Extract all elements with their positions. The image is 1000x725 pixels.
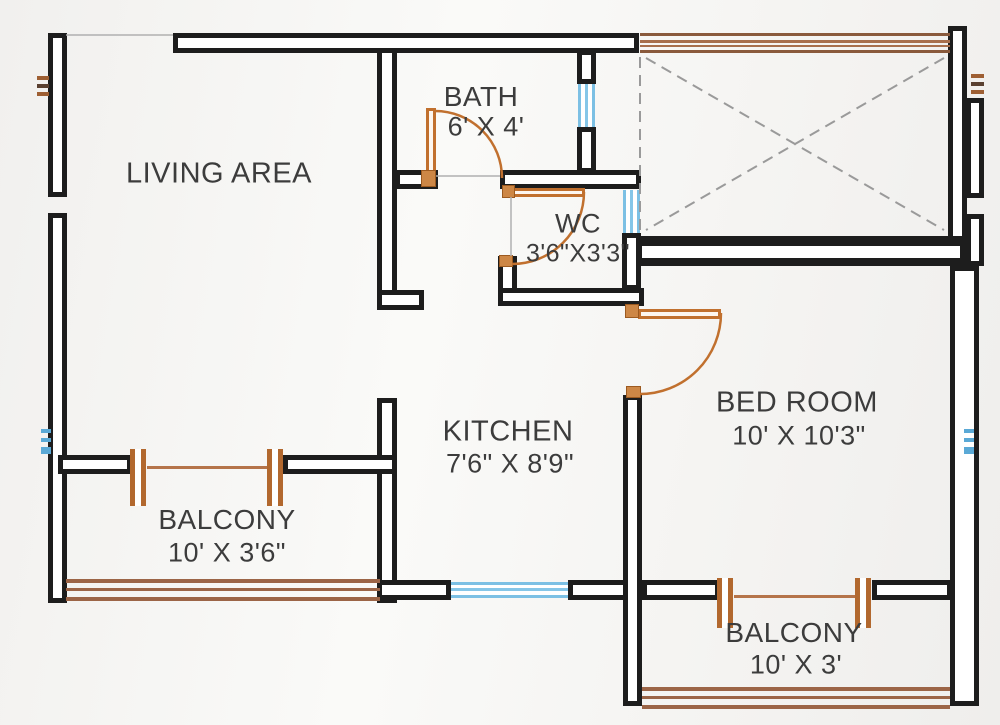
railing-post xyxy=(267,449,283,506)
balcony1-railing-line xyxy=(66,597,380,601)
wall-kitchen-left xyxy=(377,398,397,603)
bath-window xyxy=(578,84,595,127)
room-label-balcony-right: BALCONY xyxy=(725,617,863,648)
wall-balcony1-top-left xyxy=(58,455,132,474)
shaft-railing-line xyxy=(640,45,950,47)
wall-break-mark xyxy=(971,90,984,94)
wc-door-stop xyxy=(499,255,513,267)
balcony2-opening-rail xyxy=(734,595,857,598)
wall-left-lower xyxy=(48,213,67,603)
bath-door-leaf xyxy=(426,108,436,178)
shaft-cross-line xyxy=(645,57,945,231)
bedroom-door-hinge xyxy=(625,304,639,318)
shaft-railing-line xyxy=(640,50,950,53)
room-dims-kitchen: 7'6" X 8'9" xyxy=(445,448,575,479)
room-dims-balcony-left: 10' X 3'6" xyxy=(168,537,286,568)
room-dims-bath: 6' X 4' xyxy=(447,111,525,142)
wc-door-leaf xyxy=(512,188,585,197)
shaft-railing-line xyxy=(640,33,950,36)
right-vent-window xyxy=(964,429,974,454)
room-label-living: LIVING AREA xyxy=(125,157,313,190)
room-dims-balcony-right: 10' X 3' xyxy=(749,649,843,680)
wall-break-mark xyxy=(37,84,49,88)
room-label-bedroom: BED ROOM xyxy=(716,386,878,419)
wall-break-mark xyxy=(37,92,49,96)
room-dims-bedroom: 10' X 10'3" xyxy=(732,420,866,451)
wall-kitchen-bedroom-divider xyxy=(623,395,642,706)
wall-living-cap xyxy=(377,290,424,310)
room-label-wc: WC xyxy=(555,208,601,239)
balcony1-opening-rail xyxy=(147,466,269,469)
room-label-bath: BATH xyxy=(443,81,519,112)
shaft-railing-line xyxy=(640,40,950,43)
bedroom-door-stop xyxy=(626,386,641,398)
bedroom-door-leaf xyxy=(638,309,721,319)
balcony1-railing-line xyxy=(66,579,380,583)
wall-shaft-right xyxy=(948,26,967,248)
wall-bath-right-upper xyxy=(577,50,596,84)
wall-right-outer-upper xyxy=(966,98,984,198)
wall-wc-top xyxy=(500,170,641,189)
railing-post xyxy=(130,449,146,506)
railing-post xyxy=(855,578,871,628)
bedroom-door-arc xyxy=(639,312,723,396)
balcony2-railing-line xyxy=(642,696,950,699)
wall-bedroom-bottom-left xyxy=(642,580,720,600)
balcony2-railing-line xyxy=(642,687,950,691)
wc-window xyxy=(623,190,640,233)
shaft-cross-line xyxy=(645,57,945,231)
wall-break-mark xyxy=(971,74,984,78)
wall-living-right xyxy=(377,48,397,310)
kitchen-window xyxy=(451,582,568,598)
railing-post xyxy=(717,578,733,628)
wall-bedroom-top xyxy=(636,236,966,266)
left-vent-window xyxy=(41,429,51,454)
wall-top xyxy=(173,33,639,53)
wall-balcony1-top-right xyxy=(283,455,397,474)
wall-kitchen-bottom-left xyxy=(377,580,451,600)
wc-door-hinge xyxy=(502,185,515,198)
balcony1-railing-line xyxy=(66,588,380,591)
wall-break-mark xyxy=(971,82,984,86)
wall-bath-right-lower xyxy=(577,127,596,173)
wall-right-lower xyxy=(950,266,979,706)
room-label-balcony-left: BALCONY xyxy=(158,504,296,535)
wall-right-outer-mid xyxy=(966,214,984,266)
wall-break-mark xyxy=(37,76,49,80)
wall-left-upper xyxy=(48,33,67,197)
wall-wc-bottom xyxy=(498,288,644,306)
balcony2-railing-line xyxy=(642,705,950,709)
wall-bedroom-bottom-right xyxy=(872,580,952,600)
room-label-kitchen: KITCHEN xyxy=(442,415,574,448)
room-dims-wc: 3'6"X3'3" xyxy=(525,239,631,268)
bath-door-hinge xyxy=(421,170,436,187)
